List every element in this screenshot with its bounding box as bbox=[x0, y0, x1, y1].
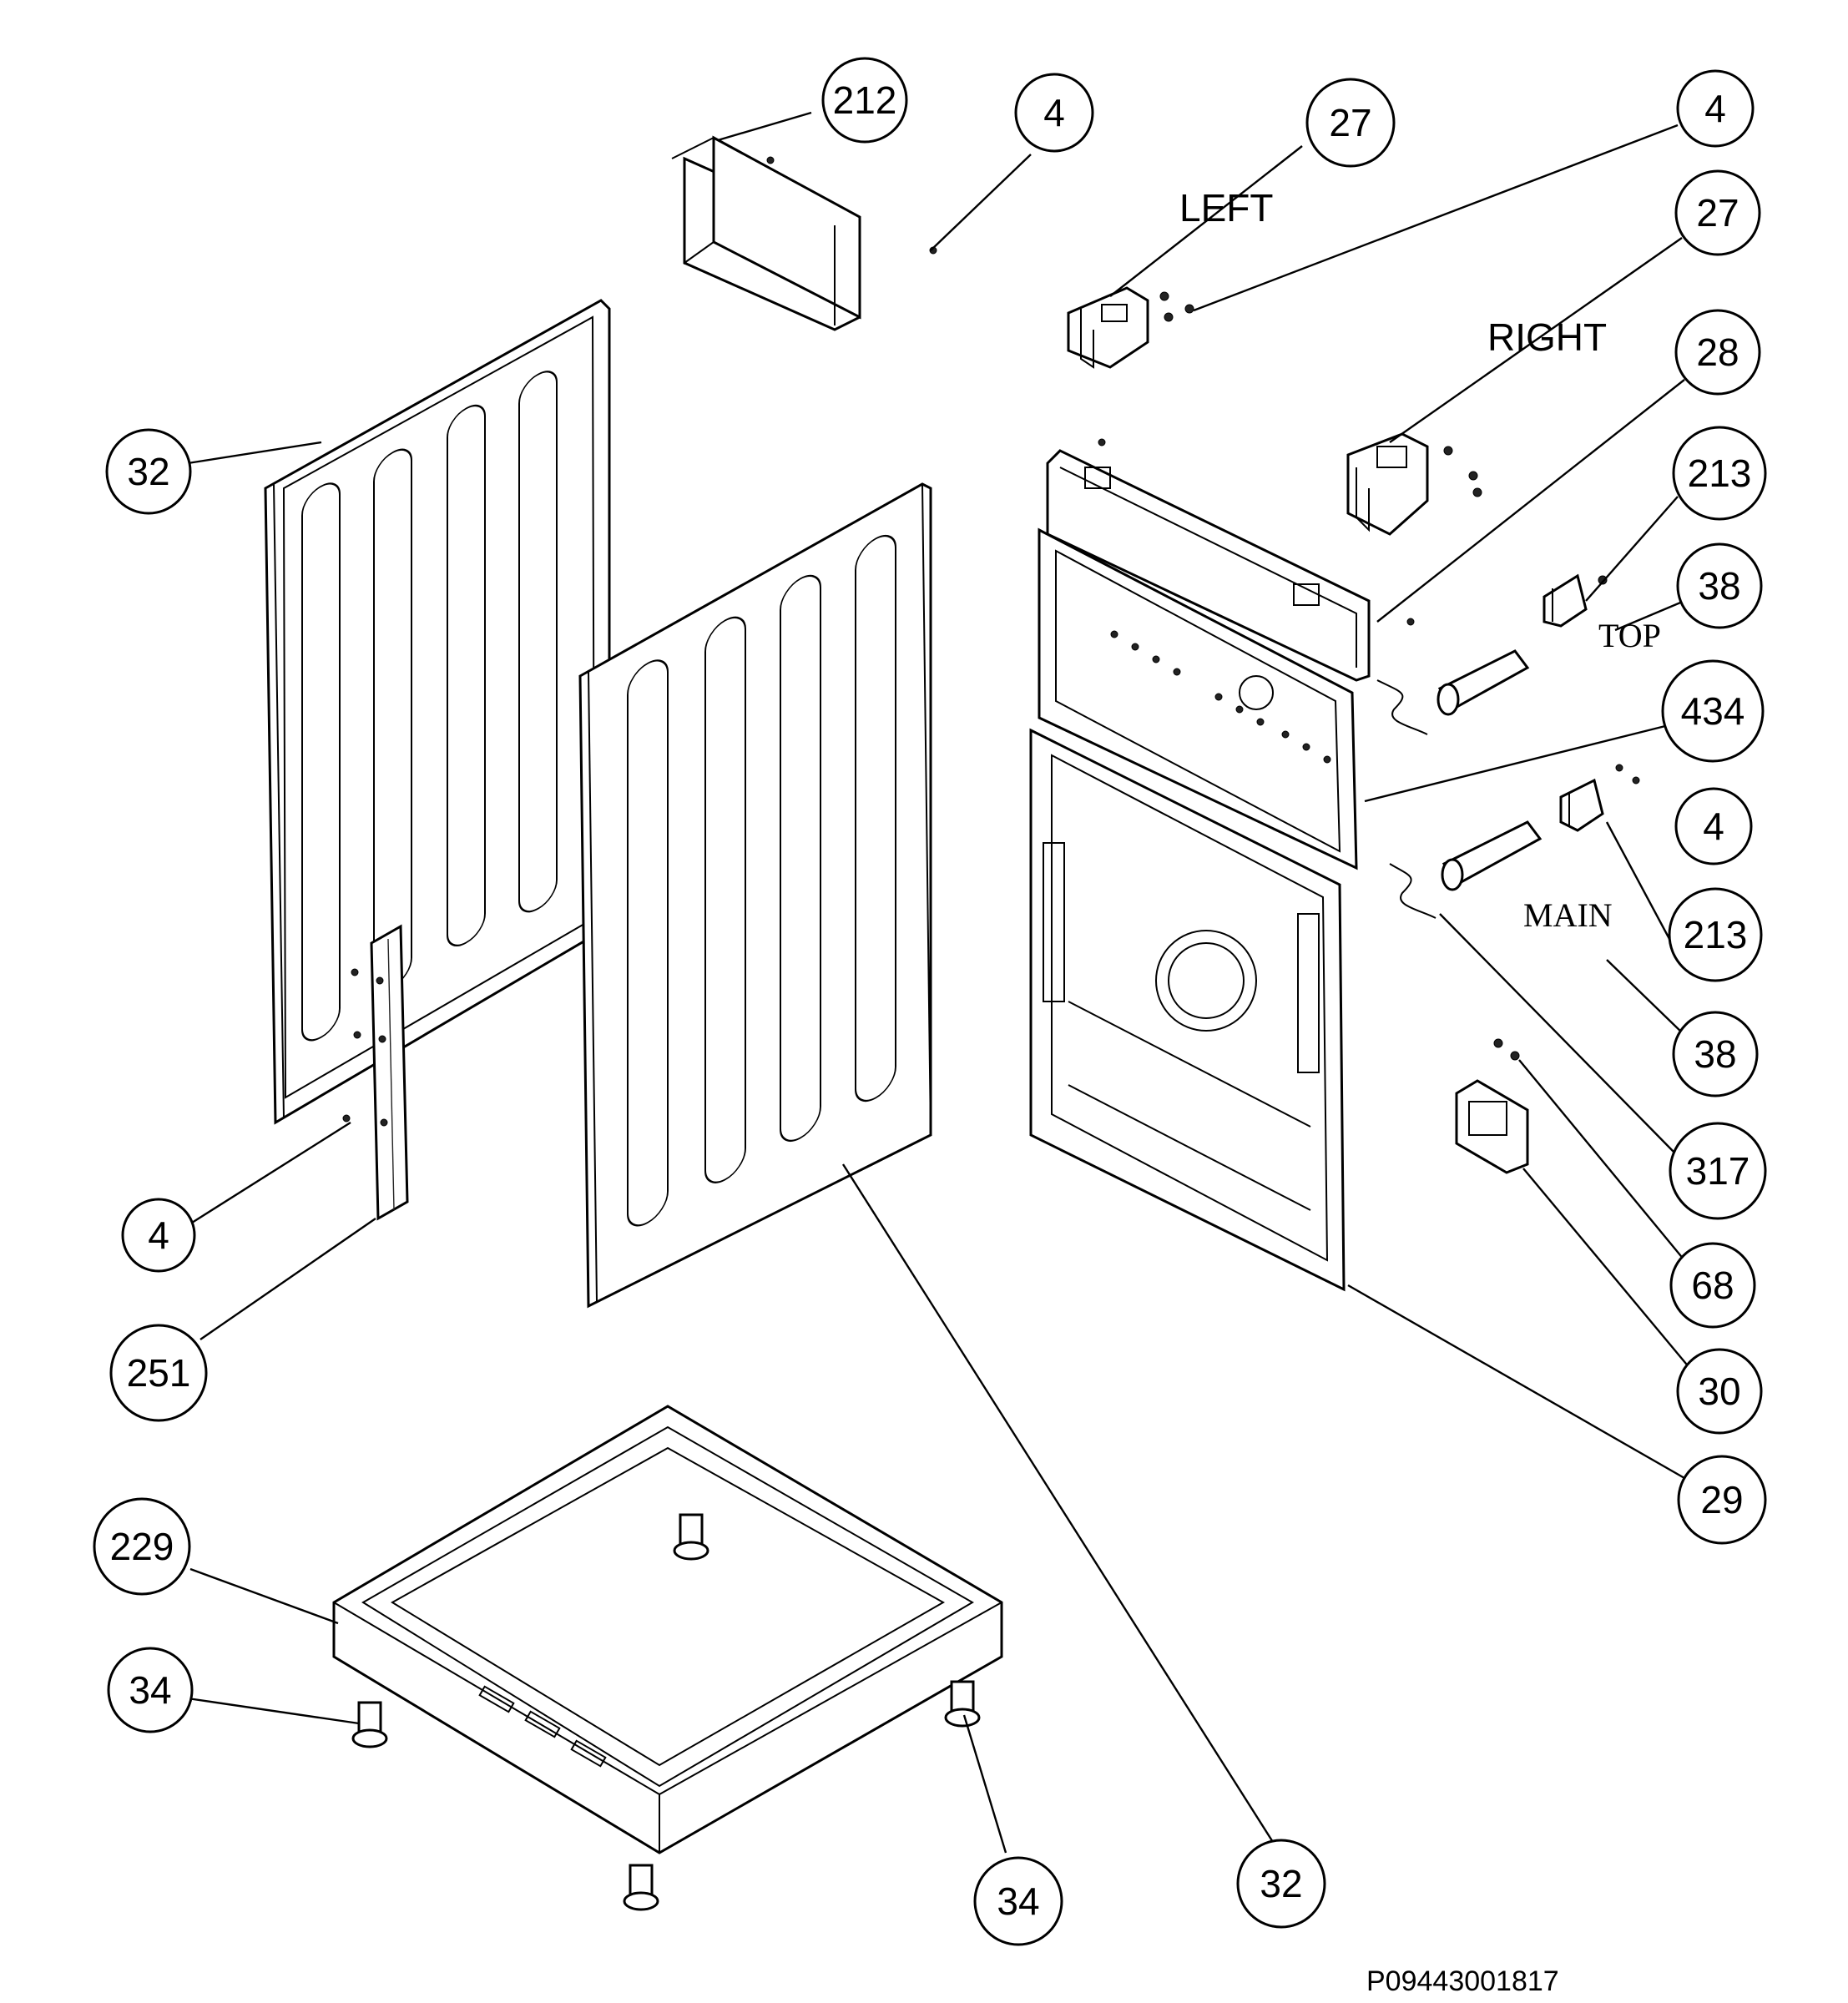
label-main: MAIN bbox=[1523, 896, 1613, 934]
svg-text:32: 32 bbox=[127, 450, 169, 493]
part-251-strip bbox=[342, 924, 409, 1221]
leader-lines bbox=[187, 111, 1691, 1854]
callout-229: 229 bbox=[93, 1497, 191, 1596]
callout-4: 4 bbox=[1674, 787, 1753, 865]
foot-1 bbox=[673, 1513, 709, 1561]
part-213-bracket-main bbox=[1559, 764, 1640, 832]
svg-text:213: 213 bbox=[1688, 452, 1752, 495]
callout-34: 34 bbox=[973, 1856, 1063, 1946]
callout-32: 32 bbox=[1236, 1839, 1326, 1929]
vent-dots bbox=[1110, 630, 1331, 764]
callout-251: 251 bbox=[109, 1324, 208, 1422]
callout-28: 28 bbox=[1674, 309, 1761, 396]
label-top: TOP bbox=[1598, 617, 1661, 654]
foot-4 bbox=[623, 1864, 659, 1911]
part-229-base-frame bbox=[332, 1405, 1003, 1854]
part-top-panel-frame bbox=[1038, 527, 1358, 870]
part-30-switch bbox=[1455, 1038, 1529, 1174]
callout-434: 434 bbox=[1661, 659, 1765, 763]
callout-30: 30 bbox=[1676, 1348, 1763, 1435]
drawing-number: P09443001817 bbox=[1366, 1965, 1559, 1997]
part-38-tube-top bbox=[1436, 649, 1530, 716]
callout-34: 34 bbox=[107, 1647, 194, 1733]
callout-29: 29 bbox=[1677, 1455, 1767, 1545]
part-38-tube-main bbox=[1441, 820, 1543, 891]
svg-text:38: 38 bbox=[1698, 564, 1740, 608]
svg-text:213: 213 bbox=[1684, 913, 1748, 956]
callout-balloons: 212 4 27 4 27 28 213 38 434 4 213 38 317… bbox=[93, 57, 1767, 1946]
svg-text:27: 27 bbox=[1696, 191, 1739, 235]
callout-68: 68 bbox=[1669, 1242, 1756, 1329]
svg-text:30: 30 bbox=[1698, 1370, 1740, 1413]
part-32-side-panel-rear bbox=[264, 299, 611, 1125]
svg-text:27: 27 bbox=[1329, 101, 1371, 144]
part-29-cavity-frame bbox=[1029, 728, 1346, 1292]
callout-27: 27 bbox=[1305, 78, 1396, 168]
svg-text:38: 38 bbox=[1694, 1032, 1736, 1076]
part-32-side-panel-front bbox=[578, 482, 932, 1309]
callout-38: 38 bbox=[1672, 1011, 1759, 1097]
callout-27: 27 bbox=[1674, 169, 1761, 256]
label-left: LEFT bbox=[1179, 186, 1273, 230]
part-27-hinge-left bbox=[1067, 286, 1194, 369]
svg-text:212: 212 bbox=[833, 78, 897, 122]
part-212-bracket bbox=[671, 135, 937, 331]
label-right: RIGHT bbox=[1487, 315, 1607, 359]
callout-213: 213 bbox=[1668, 887, 1763, 982]
foot-2 bbox=[351, 1701, 388, 1748]
callout-38: 38 bbox=[1676, 542, 1763, 629]
part-27-hinge-right bbox=[1346, 432, 1482, 536]
part-317-wire bbox=[1376, 679, 1436, 919]
svg-text:251: 251 bbox=[127, 1351, 191, 1395]
svg-text:34: 34 bbox=[997, 1879, 1039, 1923]
svg-text:68: 68 bbox=[1691, 1264, 1734, 1307]
part-213-bracket-top bbox=[1543, 573, 1608, 628]
svg-text:317: 317 bbox=[1686, 1149, 1750, 1193]
foot-3 bbox=[944, 1680, 981, 1728]
callout-4: 4 bbox=[1014, 73, 1094, 153]
callout-212: 212 bbox=[821, 57, 908, 144]
svg-text:229: 229 bbox=[110, 1525, 174, 1568]
svg-text:4: 4 bbox=[148, 1213, 169, 1257]
svg-text:28: 28 bbox=[1696, 330, 1739, 374]
svg-text:32: 32 bbox=[1260, 1862, 1302, 1905]
svg-text:4: 4 bbox=[1703, 805, 1724, 848]
callout-4: 4 bbox=[121, 1198, 196, 1273]
svg-text:4: 4 bbox=[1043, 91, 1065, 134]
callout-32: 32 bbox=[105, 428, 192, 515]
callout-4: 4 bbox=[1676, 69, 1755, 148]
callout-317: 317 bbox=[1669, 1122, 1767, 1220]
svg-text:434: 434 bbox=[1681, 689, 1745, 733]
svg-text:29: 29 bbox=[1700, 1478, 1743, 1521]
callout-213: 213 bbox=[1672, 426, 1767, 521]
part-34-feet bbox=[351, 1513, 981, 1911]
svg-text:34: 34 bbox=[129, 1668, 171, 1712]
svg-text:4: 4 bbox=[1704, 87, 1726, 130]
